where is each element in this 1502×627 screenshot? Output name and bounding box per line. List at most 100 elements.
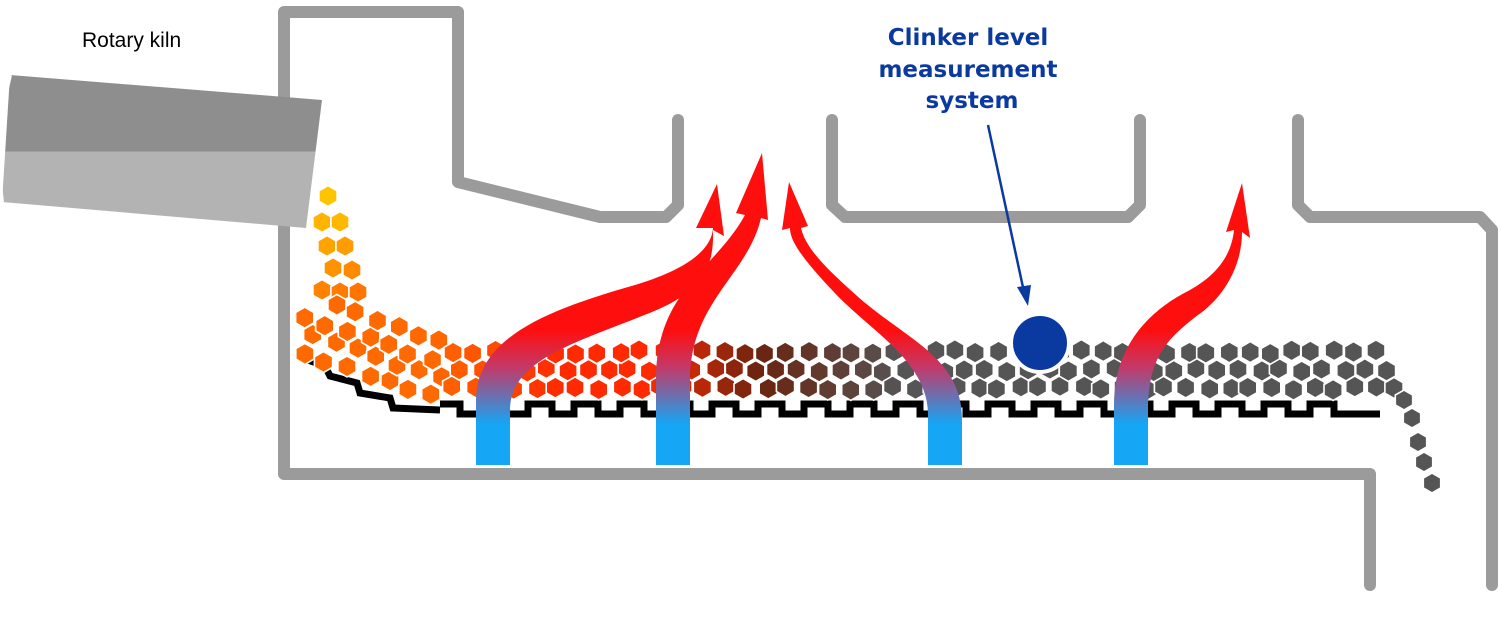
air-flow-3 — [782, 182, 962, 465]
clinker-particle — [969, 376, 990, 400]
clinker-particle — [988, 340, 1009, 364]
clinker-particle — [337, 355, 357, 378]
clinker-particle — [1283, 378, 1304, 402]
clinker-particle — [1260, 342, 1281, 366]
clinker-particle — [318, 184, 338, 208]
clinker-particle — [327, 293, 347, 317]
clinker-particle — [831, 358, 851, 382]
clinker-particle — [765, 357, 786, 381]
clinker-particle — [294, 306, 315, 330]
rotary-kiln-label: Rotary kiln — [82, 29, 181, 52]
clinker-particle — [578, 358, 599, 382]
clinker-particle — [1093, 339, 1114, 363]
clinker-particle — [809, 360, 830, 384]
clinker-particle — [389, 315, 410, 339]
clinker-particle — [1394, 389, 1414, 411]
clinker-particle — [1324, 338, 1345, 362]
housing-left-floor — [278, 114, 1376, 591]
clinker-particle — [367, 309, 388, 333]
clinker-particle — [1163, 359, 1184, 383]
clinker-particle — [1074, 374, 1095, 398]
clinker-particle — [1240, 340, 1261, 364]
clinker-particle — [965, 341, 986, 365]
clinker-particle — [1291, 360, 1312, 383]
kiln-body — [2, 75, 322, 228]
clinker-particle — [986, 377, 1007, 401]
clinker-particle — [1195, 341, 1216, 365]
clinker-particle — [335, 234, 355, 258]
clinker-particle — [754, 342, 775, 365]
measurement-label-line-3: system — [926, 88, 1019, 114]
clinker-particle — [733, 377, 753, 401]
clinker-particle — [1199, 377, 1220, 401]
clinker-particle — [323, 256, 343, 280]
air-flow-4 — [1114, 183, 1250, 465]
cooling-air-flows — [476, 153, 1250, 465]
clinker-particle — [1323, 378, 1343, 402]
cooler-housing — [278, 6, 1498, 591]
clinker-particle — [1305, 375, 1326, 399]
clinker-particle — [443, 341, 464, 365]
clinker-particle — [337, 320, 358, 343]
clinker-particle — [692, 375, 713, 399]
clinker-particle — [841, 341, 861, 365]
air-flow-1 — [476, 184, 724, 465]
measurement-system-label: Clinker level measurement system — [878, 25, 1065, 114]
clinker-level-sensor — [986, 124, 1071, 374]
clinker-particle — [449, 358, 470, 382]
clinker-particle — [378, 332, 399, 356]
clinker-particle — [954, 358, 975, 382]
sensor-ball — [1009, 312, 1071, 374]
clinker-particle — [586, 341, 607, 365]
clinker-particle — [872, 360, 893, 384]
clinker-particle — [342, 258, 362, 282]
rotary-kiln — [0, 74, 322, 228]
clinker-particle — [565, 342, 586, 366]
hood-middle — [826, 114, 1146, 223]
clinker-particle — [715, 374, 736, 398]
clinker-particle — [1402, 407, 1422, 429]
clinker-particle — [314, 314, 335, 338]
clinker-particle — [1179, 341, 1200, 364]
grate-horizontal-section — [440, 400, 1380, 418]
clinker-particle — [735, 342, 755, 366]
clinker-particle — [462, 341, 483, 365]
clinker-particle — [862, 341, 883, 365]
clinker-particle — [1408, 431, 1428, 453]
clinker-particle — [360, 325, 381, 349]
kiln-rim — [0, 74, 12, 203]
clinker-particle — [312, 210, 332, 234]
clinker-particle — [1311, 357, 1332, 381]
clinker-particle — [599, 358, 620, 382]
sensor-pointer-line — [986, 124, 1026, 293]
clinker-particle — [775, 374, 796, 398]
measurement-label-line-1: Clinker level — [888, 25, 1049, 51]
clinker-particle — [786, 357, 807, 381]
clinker-particle — [974, 358, 995, 382]
clinker-particle — [612, 375, 633, 399]
measurement-label-line-2: measurement — [878, 57, 1057, 83]
clinker-particle — [348, 280, 368, 304]
clinker-particle — [1071, 338, 1092, 362]
clinker-particle — [1344, 375, 1365, 399]
clinker-particle — [1343, 340, 1364, 364]
clinker-particle — [1219, 340, 1240, 364]
clinker-particle — [1414, 451, 1434, 473]
clinker-particle — [799, 340, 820, 364]
clinker-particle — [313, 350, 334, 374]
clinker-particle — [1366, 338, 1386, 362]
clinker-particle — [360, 364, 381, 388]
clinker-particle — [330, 210, 350, 234]
clinker-particle — [1422, 472, 1442, 494]
clinker-particle — [996, 360, 1017, 384]
clinker-particle — [545, 376, 566, 400]
clinker-particle — [565, 375, 585, 399]
clinker-particle — [632, 378, 652, 401]
clinker-particle — [882, 374, 903, 398]
clinker-particle — [745, 359, 766, 383]
clinker-particle — [714, 340, 735, 364]
clinker-particle — [1081, 357, 1102, 381]
clinker-particle — [345, 300, 366, 324]
clinker-particle — [1300, 339, 1321, 363]
clinker-particle — [1206, 358, 1227, 382]
